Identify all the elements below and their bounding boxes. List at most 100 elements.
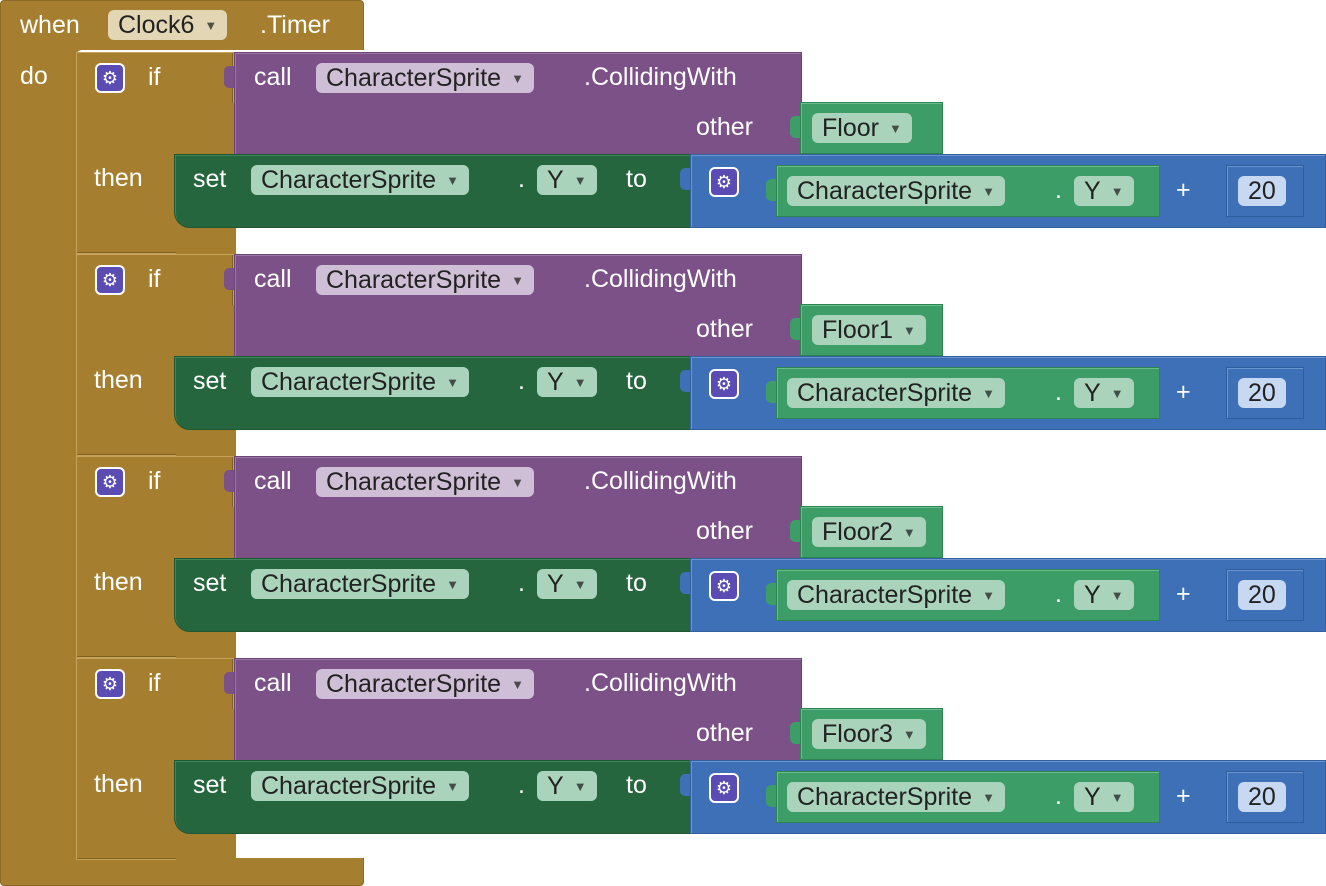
get-dot-label: .	[1055, 378, 1062, 406]
plus-operator-label: +	[1176, 378, 1191, 406]
number-input[interactable]: 20	[1238, 580, 1286, 610]
math-block-tab	[680, 168, 690, 190]
set-component-label: CharacterSprite	[261, 166, 437, 194]
dropdown-arrow-icon: ▼	[446, 173, 459, 188]
gear-icon[interactable]: ⚙	[95, 467, 125, 497]
plus-operator-label: +	[1176, 176, 1191, 204]
call-component-dropdown[interactable]: CharacterSprite ▼	[316, 265, 534, 295]
call-component-dropdown[interactable]: CharacterSprite▼	[316, 63, 534, 93]
gear-icon[interactable]: ⚙	[95, 669, 125, 699]
floor-component-dropdown[interactable]: Floor3▼	[812, 719, 926, 749]
dropdown-arrow-icon: ▼	[573, 779, 587, 794]
event-name-label: .Timer	[260, 11, 330, 39]
get-component-dropdown[interactable]: CharacterSprite▼	[787, 378, 1005, 408]
set-component-dropdown[interactable]: CharacterSprite▼	[251, 367, 469, 397]
get-component-label: CharacterSprite	[797, 581, 973, 609]
get-property-dropdown[interactable]: Y▼	[1074, 580, 1134, 610]
set-component-dropdown[interactable]: CharacterSprite ▼	[251, 569, 469, 599]
get-block-tab	[766, 179, 776, 201]
if-label: if	[148, 63, 161, 91]
dropdown-arrow-icon: ▼	[511, 273, 524, 288]
set-property-label: Y	[547, 570, 564, 598]
dropdown-arrow-icon: ▼	[1110, 184, 1124, 199]
dropdown-arrow-icon: ▼	[446, 577, 459, 592]
set-dot-label: .	[518, 165, 525, 193]
call-component-dropdown[interactable]: CharacterSprite▼	[316, 467, 534, 497]
gear-icon[interactable]: ⚙	[709, 773, 739, 803]
get-property-dropdown[interactable]: Y▼	[1074, 176, 1134, 206]
object-block-tab	[790, 520, 800, 542]
set-property-label: Y	[547, 368, 564, 396]
set-component-dropdown[interactable]: CharacterSprite▼	[251, 771, 469, 801]
set-property-dropdown[interactable]: Y▼	[537, 569, 597, 599]
call-label: call	[254, 63, 292, 91]
call-component-dropdown[interactable]: CharacterSprite▼	[316, 669, 534, 699]
number-input[interactable]: 20	[1238, 378, 1286, 408]
get-component-dropdown[interactable]: CharacterSprite▼	[787, 580, 1005, 610]
number-block-tab	[1216, 785, 1226, 807]
dropdown-arrow-icon: ▼	[573, 577, 587, 592]
gear-icon[interactable]: ⚙	[709, 571, 739, 601]
number-block-tab	[1216, 179, 1226, 201]
method-label: .CollidingWith	[584, 467, 737, 495]
dropdown-arrow-icon: ▼	[902, 525, 916, 540]
event-component-dropdown[interactable]: Clock6▼	[108, 10, 228, 40]
set-property-dropdown[interactable]: Y▼	[537, 771, 597, 801]
floor-component-dropdown[interactable]: Floor1 ▼	[812, 315, 926, 345]
set-component-label: CharacterSprite	[261, 570, 437, 598]
method-label: .CollidingWith	[584, 669, 737, 697]
dropdown-arrow-icon: ▼	[511, 677, 524, 692]
floor-component-dropdown[interactable]: Floor2▼	[812, 517, 926, 547]
dropdown-arrow-icon: ▼	[982, 184, 995, 199]
object-block-tab	[790, 722, 800, 744]
number-input[interactable]: 20	[1238, 782, 1286, 812]
call-component-label: CharacterSprite	[326, 468, 502, 496]
set-component-label: CharacterSprite	[261, 368, 437, 396]
to-label: to	[626, 771, 647, 799]
call-component-label: CharacterSprite	[326, 266, 502, 294]
to-label: to	[626, 367, 647, 395]
gear-icon[interactable]: ⚙	[709, 369, 739, 399]
dropdown-arrow-icon: ▼	[902, 323, 916, 338]
get-property-label: Y	[1084, 379, 1101, 407]
get-component-dropdown[interactable]: CharacterSprite▼	[787, 782, 1005, 812]
call-label: call	[254, 265, 292, 293]
get-property-dropdown[interactable]: Y▼	[1074, 782, 1134, 812]
gear-icon[interactable]: ⚙	[95, 265, 125, 295]
event-when-label: when	[20, 11, 80, 39]
set-label: set	[193, 367, 227, 395]
get-component-dropdown[interactable]: CharacterSprite▼	[787, 176, 1005, 206]
param-other-label: other	[696, 113, 753, 141]
event-do-label: do	[20, 62, 48, 90]
call-block-tab	[224, 66, 234, 88]
get-property-label: Y	[1084, 177, 1101, 205]
get-property-dropdown[interactable]: Y▼	[1074, 378, 1134, 408]
call-block-tab	[224, 470, 234, 492]
if-label: if	[148, 265, 161, 293]
then-label: then	[94, 164, 143, 192]
dropdown-arrow-icon: ▼	[511, 71, 524, 86]
number-block-tab	[1216, 381, 1226, 403]
then-label: then	[94, 568, 143, 596]
floor-component-label: Floor	[822, 114, 879, 142]
plus-operator-label: +	[1176, 782, 1191, 810]
call-label: call	[254, 467, 292, 495]
gear-icon[interactable]: ⚙	[709, 167, 739, 197]
call-block-tab	[224, 672, 234, 694]
get-property-label: Y	[1084, 783, 1101, 811]
set-property-dropdown[interactable]: Y▼	[537, 367, 597, 397]
floor-component-label: Floor1	[822, 316, 893, 344]
number-input[interactable]: 20	[1238, 176, 1286, 206]
get-component-label: CharacterSprite	[797, 379, 973, 407]
gear-icon[interactable]: ⚙	[95, 63, 125, 93]
method-label: .CollidingWith	[584, 265, 737, 293]
dropdown-arrow-icon: ▼	[573, 173, 587, 188]
set-component-dropdown[interactable]: CharacterSprite ▼	[251, 165, 469, 195]
dropdown-arrow-icon: ▼	[902, 727, 916, 742]
set-property-dropdown[interactable]: Y▼	[537, 165, 597, 195]
floor-component-dropdown[interactable]: Floor▼	[812, 113, 912, 143]
to-label: to	[626, 165, 647, 193]
then-label: then	[94, 770, 143, 798]
set-dot-label: .	[518, 771, 525, 799]
set-label: set	[193, 569, 227, 597]
